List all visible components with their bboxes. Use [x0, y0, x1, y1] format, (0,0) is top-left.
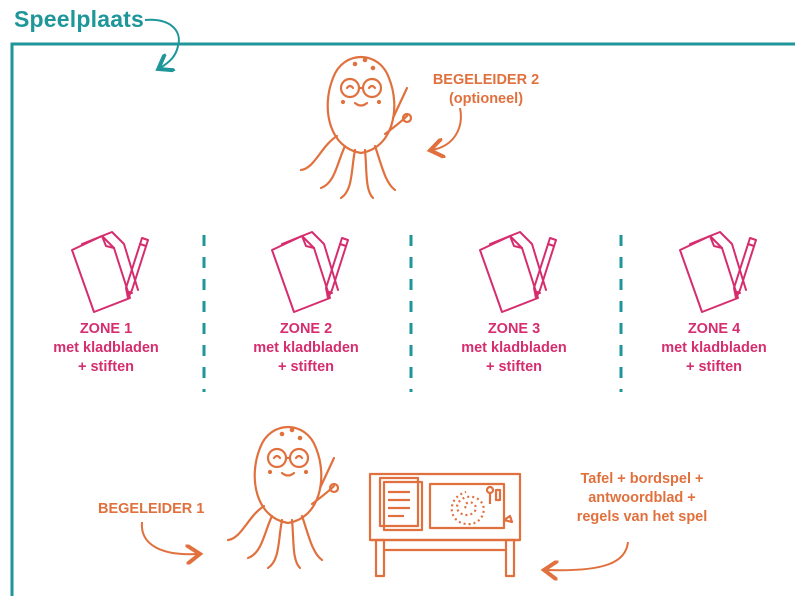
begeleider-2-label: BEGELEIDER 2 (optioneel): [427, 71, 545, 109]
table-note: Tafel + bordspel + antwoordblad + regels…: [562, 470, 722, 527]
zone-line2: met kladbladen: [644, 339, 784, 358]
papers-pencil-icon: [272, 232, 348, 312]
zone-name: ZONE 3: [444, 320, 584, 339]
papers-pencil-icon: [680, 232, 756, 312]
page-title: Speelplaats: [14, 6, 144, 33]
zone-line3: + stiften: [444, 358, 584, 377]
zone-name: ZONE 1: [36, 320, 176, 339]
zone-name: ZONE 2: [236, 320, 376, 339]
begeleider-2-title: BEGELEIDER 2: [427, 71, 545, 90]
zone-line2: met kladbladen: [236, 339, 376, 358]
zone-line3: + stiften: [644, 358, 784, 377]
table-note-line2: antwoordblad +: [562, 489, 722, 508]
table-note-line1: Tafel + bordspel +: [562, 470, 722, 489]
zone-line2: met kladbladen: [36, 339, 176, 358]
octopus-begeleider-2: [301, 57, 411, 198]
table-note-line3: regels van het spel: [562, 508, 722, 527]
begeleider-1-arrow: [142, 522, 198, 554]
papers-pencil-icon: [480, 232, 556, 312]
zone-1-label: ZONE 1 met kladbladen + stiften: [36, 320, 176, 377]
table-arrow: [546, 542, 628, 570]
zone-4-label: ZONE 4 met kladbladen + stiften: [644, 320, 784, 377]
begeleider-2-note: (optioneel): [427, 90, 545, 109]
zone-name: ZONE 4: [644, 320, 784, 339]
octopus-begeleider-1: [228, 427, 338, 568]
zone-line2: met kladbladen: [444, 339, 584, 358]
zone-line3: + stiften: [236, 358, 376, 377]
zone-line3: + stiften: [36, 358, 176, 377]
zone-2-label: ZONE 2 met kladbladen + stiften: [236, 320, 376, 377]
papers-pencil-icon: [72, 232, 148, 312]
begeleider-1-label: BEGELEIDER 1: [98, 500, 204, 519]
table-icon: [370, 474, 520, 576]
begeleider-2-arrow: [432, 108, 461, 150]
zone-3-label: ZONE 3 met kladbladen + stiften: [444, 320, 584, 377]
